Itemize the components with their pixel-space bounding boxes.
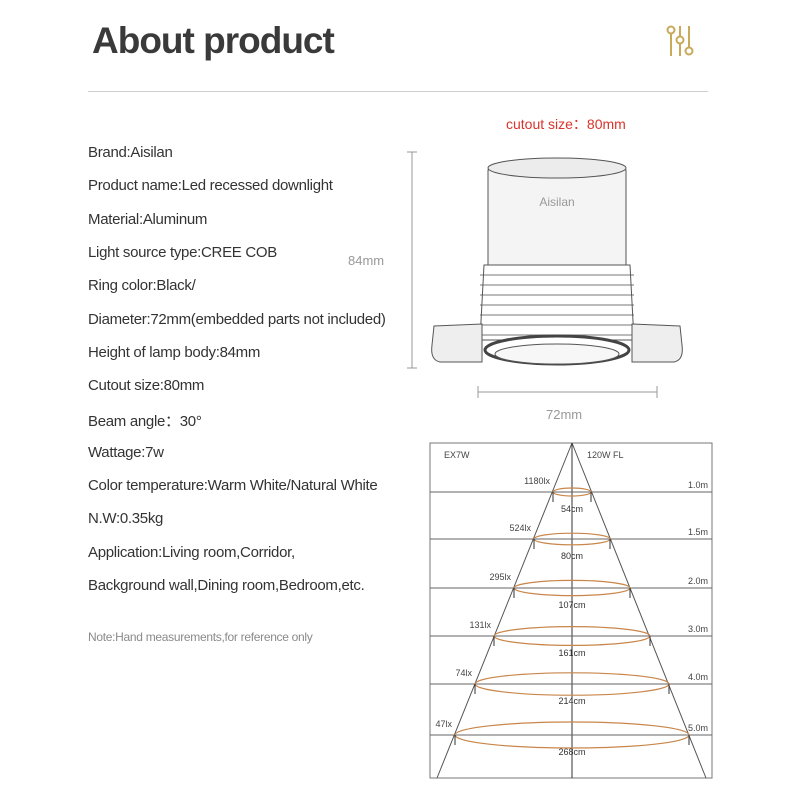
spec-item: Diameter:72mm(embedded parts not include… — [88, 310, 386, 328]
beam-diameter-label: 161cm — [558, 648, 585, 658]
lux-label: 74lx — [455, 668, 472, 678]
measurement-note: Note:Hand measurements,for reference onl… — [88, 630, 313, 644]
spec-item: Beam angle：30° — [88, 413, 202, 431]
lux-label: 524lx — [509, 523, 531, 533]
distance-label: 2.0m — [688, 576, 708, 586]
cutout-size-label: cutout size：80mm — [506, 116, 626, 132]
beam-edge-left — [436, 442, 573, 779]
spec-item: Light source type:CREE COB — [88, 243, 277, 261]
lux-label: 47lx — [435, 719, 452, 729]
diagram-frame — [429, 442, 713, 779]
spec-item: Brand:Aisilan — [88, 144, 173, 161]
spec-item: Wattage:7w — [88, 443, 164, 461]
spec-item: Background wall,Dining room,Bedroom,etc. — [88, 576, 365, 594]
beam-diameter-label: 54cm — [561, 504, 583, 514]
beam-diameter-label: 214cm — [558, 696, 585, 706]
page-title: About product — [92, 20, 335, 61]
height-dimension-label: 84mm — [348, 253, 385, 268]
lux-label: 295lx — [489, 572, 511, 582]
distance-label: 1.0m — [688, 480, 708, 490]
spec-item: Height of lamp body:84mm — [88, 343, 261, 361]
beam-edge-right — [571, 442, 707, 779]
width-dimension-label: 72mm — [546, 407, 583, 422]
beam-diameter-label: 268cm — [558, 747, 585, 757]
spec-item: Cutout size:80mm — [88, 377, 205, 395]
spec-item: Material:Aluminum — [88, 210, 208, 228]
sliders-icon — [666, 25, 694, 56]
distance-label: 5.0m — [688, 723, 708, 733]
spec-item: Product name:Led recessed downlight — [88, 177, 333, 195]
model-label: EX7W — [444, 450, 470, 460]
beam-diameter-label: 80cm — [561, 551, 583, 561]
spec-item: Ring color:Black/ — [88, 277, 196, 295]
lux-label: 1180lx — [524, 476, 550, 486]
distance-label: 1.5m — [688, 527, 708, 537]
spec-item: Application:Living room,Corridor, — [88, 543, 295, 561]
distance-label: 3.0m — [688, 624, 708, 634]
beam-diameter-label: 107cm — [558, 600, 585, 610]
lamp-drawing: Aisilan — [407, 151, 683, 398]
spec-item: N.W:0.35kg — [88, 510, 164, 528]
distance-label: 4.0m — [688, 672, 708, 682]
lux-label: 131lx — [469, 620, 491, 630]
lamp-brand-text: Aisilan — [539, 195, 574, 209]
divider — [88, 91, 708, 92]
reference-label: 120W FL — [587, 450, 624, 460]
spec-item: Color temperature:Warm White/Natural Whi… — [88, 477, 378, 494]
